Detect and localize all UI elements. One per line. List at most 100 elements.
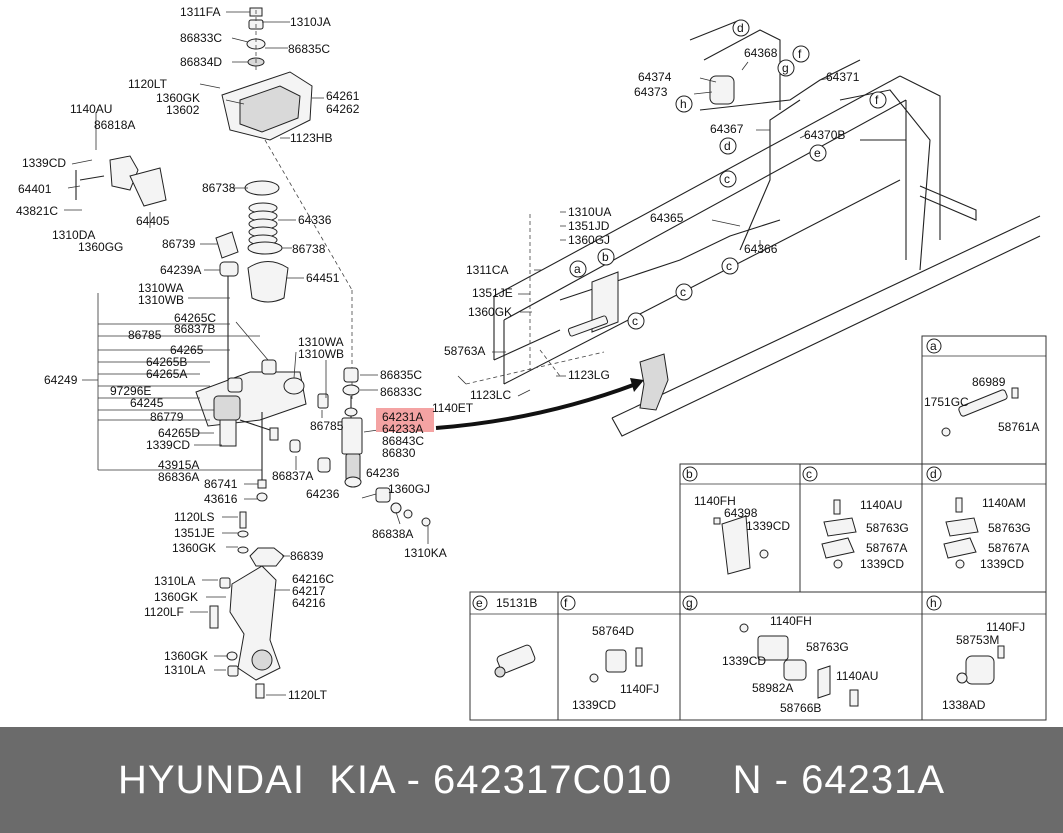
- box-g-1140fh: 1140FH: [770, 614, 812, 628]
- spring-parts: [200, 180, 304, 303]
- box-g-58763g: 58763G: [806, 640, 849, 654]
- label-64217: 64217: [292, 584, 326, 598]
- label-1339cd-left: 1339CD: [22, 156, 66, 170]
- box-g-1339cd: 1339CD: [722, 654, 766, 668]
- box-a-58761a: 58761A: [998, 420, 1039, 434]
- detail-box-a: a 1751GC 86989 58761A: [921, 335, 1047, 465]
- label-1360gk-frame: 1360GK: [468, 305, 512, 319]
- label-58763a: 58763A: [444, 344, 485, 358]
- label-1311fa: 1311FA: [180, 5, 220, 19]
- box-c-58763g: 58763G: [866, 521, 909, 535]
- callout-h-1: h: [680, 97, 687, 111]
- frame-callouts: d f g f h d e c a b c c c: [569, 19, 887, 330]
- label-86843c: 86843C: [382, 434, 424, 448]
- label-1123lg: 1123LG: [568, 368, 610, 382]
- highlight-box: [376, 408, 434, 432]
- label-86741: 86741: [204, 477, 238, 491]
- label-64245: 64245: [130, 396, 164, 410]
- label-1351je-frame: 1351JE: [472, 286, 513, 300]
- box-a-86989: 86989: [972, 375, 1006, 389]
- label-1123hb: 1123HB: [290, 131, 332, 145]
- label-1360gk-lower: 1360GK: [154, 590, 198, 604]
- callout-f-1: f: [798, 47, 802, 61]
- label-1310wa-left: 1310WA: [138, 281, 184, 295]
- label-64366: 64366: [744, 242, 778, 256]
- detail-box-h: h 1140FJ 58753M 1338AD: [921, 591, 1047, 721]
- callout-arrow: [435, 382, 637, 430]
- frame-labels: 1310UA 1351JD 1360GJ 1311CA 1351JE 1360G…: [432, 46, 860, 415]
- label-64261: 64261: [326, 89, 360, 103]
- box-e-letter: e: [476, 596, 483, 610]
- label-86739: 86739: [162, 237, 196, 251]
- label-86838a: 86838A: [372, 527, 413, 541]
- label-1140et: 1140ET: [432, 401, 474, 415]
- label-64231a: 64231A: [382, 410, 423, 424]
- label-86779: 86779: [150, 410, 184, 424]
- callout-c-2: c: [726, 259, 732, 273]
- box-f-1140fj: 1140FJ: [620, 682, 659, 696]
- label-64216c: 64216C: [292, 572, 334, 586]
- label-43821c: 43821C: [16, 204, 58, 218]
- label-64367: 64367: [710, 122, 744, 136]
- label-1310wb-left: 1310WB: [138, 293, 184, 307]
- parts-diagram: 1311FA 1310JA 86833C 86835C 86834D 1120L…: [16, 5, 1047, 721]
- detail-box-f: f 58764D 1140FJ 1339CD: [557, 591, 681, 721]
- label-13602: 13602: [166, 103, 200, 117]
- label-86833c-lower: 86833C: [380, 385, 422, 399]
- label-64336: 64336: [298, 213, 332, 227]
- label-64365: 64365: [650, 211, 684, 225]
- label-86738-lower: 86738: [292, 242, 326, 256]
- label-86818a: 86818A: [94, 118, 135, 132]
- label-1310wa-right: 1310WA: [298, 335, 344, 349]
- label-86785-right: 86785: [310, 419, 344, 433]
- label-1360gj-shock: 1360GJ: [388, 482, 430, 496]
- label-86834d: 86834D: [180, 55, 222, 69]
- label-64233a: 64233A: [382, 422, 423, 436]
- box-d-1140am: 1140AM: [982, 496, 1026, 510]
- box-b-letter: b: [686, 467, 693, 481]
- label-1310ja: 1310JA: [290, 15, 331, 29]
- label-86837b: 86837B: [174, 322, 215, 336]
- callout-c-1: c: [724, 172, 730, 186]
- callout-d-1: d: [737, 21, 744, 35]
- box-c-letter: c: [806, 467, 812, 481]
- box-f-letter: f: [564, 596, 568, 610]
- callout-c-3: c: [680, 285, 686, 299]
- label-1351jd: 1351JD: [568, 219, 610, 233]
- knuckle-lower-parts: [190, 511, 290, 699]
- label-1120lt-top: 1120LT: [128, 77, 168, 91]
- detail-box-d: d 1140AM 58763G 58767A 1339CD: [921, 463, 1047, 593]
- label-86837a: 86837A: [272, 469, 313, 483]
- label-86738-top: 86738: [202, 181, 236, 195]
- label-64236-left: 64236: [306, 487, 340, 501]
- box-g-58982a: 58982A: [752, 681, 793, 695]
- label-1123lc: 1123LC: [470, 388, 511, 402]
- label-1360gj-frame: 1360GJ: [568, 233, 610, 247]
- label-1360gk-bottom: 1360GK: [164, 649, 208, 663]
- label-1311ca: 1311CA: [466, 263, 508, 277]
- footer-bar: HYUNDAI KIA - 642317C010 N - 64231A: [0, 727, 1063, 833]
- label-64265c: 64265C: [174, 311, 216, 325]
- callout-g-1: g: [782, 61, 789, 75]
- left-labels: 1311FA 1310JA 86833C 86835C 86834D 1120L…: [16, 5, 447, 702]
- label-64451: 64451: [306, 271, 340, 285]
- label-64216: 64216: [292, 596, 326, 610]
- label-64262: 64262: [326, 102, 360, 116]
- label-64265: 64265: [170, 343, 204, 357]
- box-b-64398: 64398: [724, 506, 758, 520]
- box-h-1338ad: 1338AD: [942, 698, 986, 712]
- label-1310da: 1310DA: [52, 228, 95, 242]
- label-1360gg: 1360GG: [78, 240, 123, 254]
- label-1310ka: 1310KA: [404, 546, 447, 560]
- label-64373: 64373: [634, 85, 668, 99]
- label-64249: 64249: [44, 373, 78, 387]
- stabilizer-link-parts: [64, 112, 167, 228]
- label-1120lf: 1120LF: [144, 605, 184, 619]
- label-86785-left: 86785: [128, 328, 162, 342]
- callout-d-2: d: [724, 139, 731, 153]
- knuckle-upper-parts: [82, 276, 331, 502]
- box-f-58764d: 58764D: [592, 624, 634, 638]
- box-h-58753m: 58753M: [956, 633, 999, 647]
- label-86833c-top: 86833C: [180, 31, 222, 45]
